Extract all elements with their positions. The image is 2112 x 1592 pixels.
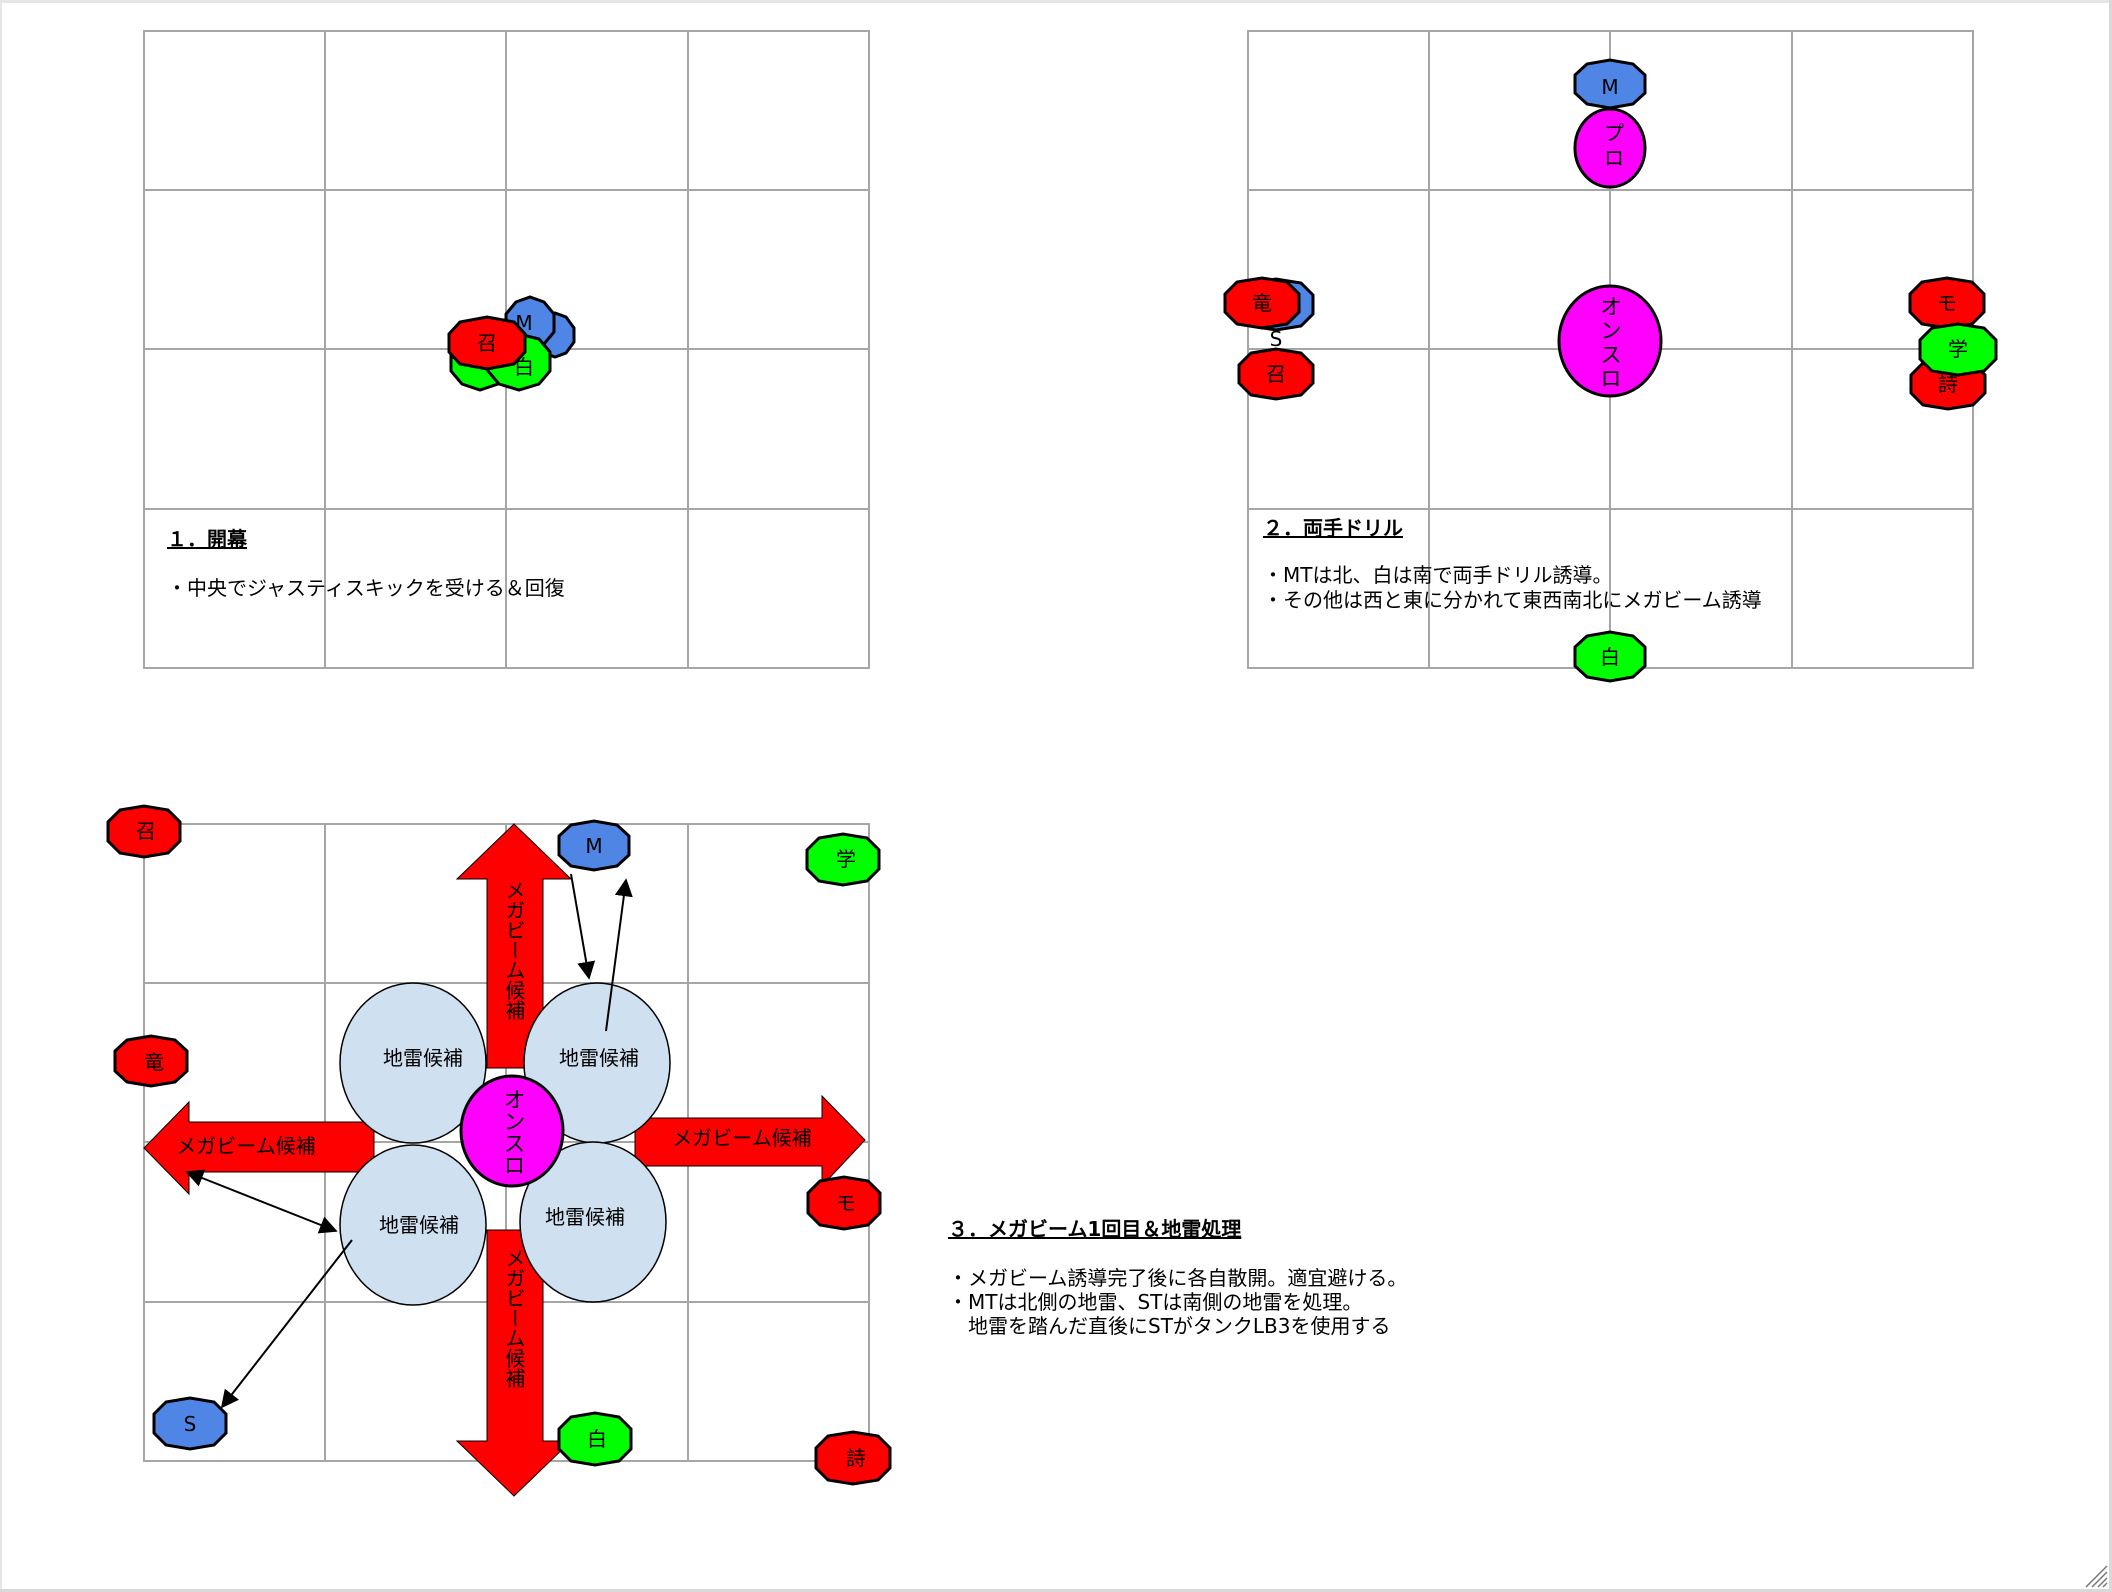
right-border — [2109, 0, 2112, 1592]
boss-label: オンスロ — [1596, 295, 1621, 389]
top-border — [0, 0, 2112, 3]
token-m-label: M — [1601, 75, 1618, 99]
panel-2-title: ２．両手ドリル — [1263, 516, 1403, 540]
boss-label-char: オ — [1596, 295, 1621, 317]
token-gaku — [805, 832, 881, 887]
mine-nw-label: 地雷候補 — [383, 1046, 463, 1070]
boss-label-char: ス — [1596, 343, 1621, 365]
bottom-border — [0, 1589, 2112, 1592]
token-gaku-label: 学 — [1948, 337, 1968, 361]
panel-2-text-1: ・MTは北、白は南で両手ドリル誘導。 — [1263, 563, 1612, 587]
mine-sw — [339, 1144, 487, 1306]
token-mo — [1908, 276, 1986, 330]
panel-3-text-1: ・メガビーム誘導完了後に各自散開。適宜避ける。 — [948, 1266, 1407, 1290]
token-s-label: S — [1270, 327, 1283, 351]
mine-se-label: 地雷候補 — [545, 1205, 625, 1229]
token-haku-label: 白 — [514, 355, 534, 379]
arrow-s-from-mine — [220, 1239, 353, 1409]
panel-1-title: １．開幕 — [167, 527, 248, 551]
left-border — [0, 0, 2, 1592]
panel-1-text-1: ・中央でジャスティスキックを受ける＆回復 — [167, 576, 565, 600]
token-s-label: S — [184, 1412, 197, 1436]
token-sho — [106, 804, 182, 859]
beam-north — [455, 823, 573, 1069]
beam-north-label: メガビーム候補 — [502, 880, 526, 1020]
token-gaku — [1918, 322, 1998, 377]
token-ryu-label: 竜 — [144, 1050, 164, 1074]
token-ryu — [1223, 276, 1301, 330]
token-s — [152, 1396, 228, 1451]
panel-1: M 白 召 １．開幕 ・中央でジャスティスキックを受ける＆回復 — [143, 30, 870, 669]
token-haku — [557, 1411, 633, 1467]
boss-label: オンスロ — [500, 1088, 525, 1176]
beam-south-label: メガビーム候補 — [502, 1248, 526, 1388]
token-shi-label: 詩 — [1938, 372, 1958, 396]
resize-grip-icon[interactable] — [2082, 1562, 2108, 1588]
token-ryu — [113, 1034, 189, 1088]
mine-nw — [339, 982, 487, 1144]
panel-2-text-2: ・その他は西と東に分かれて東西南北にメガビーム誘導 — [1263, 588, 1762, 612]
token-m — [1573, 58, 1647, 110]
token-m — [557, 819, 631, 872]
boss-label-char: ロ — [1596, 367, 1621, 389]
token-m-label: M — [585, 834, 602, 858]
token-shi — [814, 1430, 892, 1486]
token-sho-label: 召 — [477, 331, 497, 355]
token-ryu-label: 竜 — [1252, 291, 1272, 315]
panel-2: オンスロ M プロ S 竜 召 詩 モ 学 白 ２．両手ドリル ・MTは北、 — [1223, 30, 1998, 683]
mine-se — [519, 1141, 667, 1303]
token-shi-label: 詩 — [846, 1446, 866, 1470]
arrow-west-to-mine — [185, 1169, 338, 1234]
mine-sw-label: 地雷候補 — [379, 1213, 459, 1237]
arrow-m-to-mine — [570, 873, 596, 980]
panel-3: 地雷候補 地雷候補 地雷候補 地雷候補 メガビーム候補 メガビーム候補 メガビー… — [106, 804, 1407, 1497]
token-gaku-label: 学 — [836, 847, 856, 871]
token-mo — [806, 1175, 882, 1231]
pro-char-1: プ — [1604, 121, 1624, 145]
token-haku-label: 白 — [1600, 645, 1620, 669]
pro-char-2: ロ — [1604, 146, 1624, 170]
arrow-m-return — [605, 878, 633, 1032]
boss-label-char: ン — [1596, 319, 1621, 341]
panel-3-text-2: ・MTは北側の地雷、STは南側の地雷を処理。 — [948, 1290, 1362, 1314]
token-sho-label: 召 — [1266, 362, 1286, 386]
token-mo-label: モ — [836, 1191, 856, 1215]
token-haku — [1573, 630, 1647, 683]
token-pro-label: プロ — [1604, 121, 1624, 170]
mine-ne-label: 地雷候補 — [559, 1046, 639, 1070]
beam-west-label: メガビーム候補 — [176, 1134, 315, 1158]
token-sho-label: 召 — [136, 819, 156, 843]
boss-onslaughter — [459, 1074, 565, 1188]
token-sho — [447, 315, 527, 371]
boss-onslaughter — [1557, 284, 1663, 398]
token-haku-label: 白 — [587, 1427, 607, 1451]
token-sho — [1237, 347, 1315, 401]
token-mo-label: モ — [1937, 291, 1957, 315]
beam-east-label: メガビーム候補 — [672, 1126, 811, 1150]
token-pro — [1573, 107, 1647, 189]
panel-3-title: ３．メガビーム1回目＆地雷処理 — [948, 1217, 1241, 1241]
panel-3-text-3: 地雷を踏んだ直後にSTがタンクLB3を使用する — [948, 1314, 1391, 1338]
